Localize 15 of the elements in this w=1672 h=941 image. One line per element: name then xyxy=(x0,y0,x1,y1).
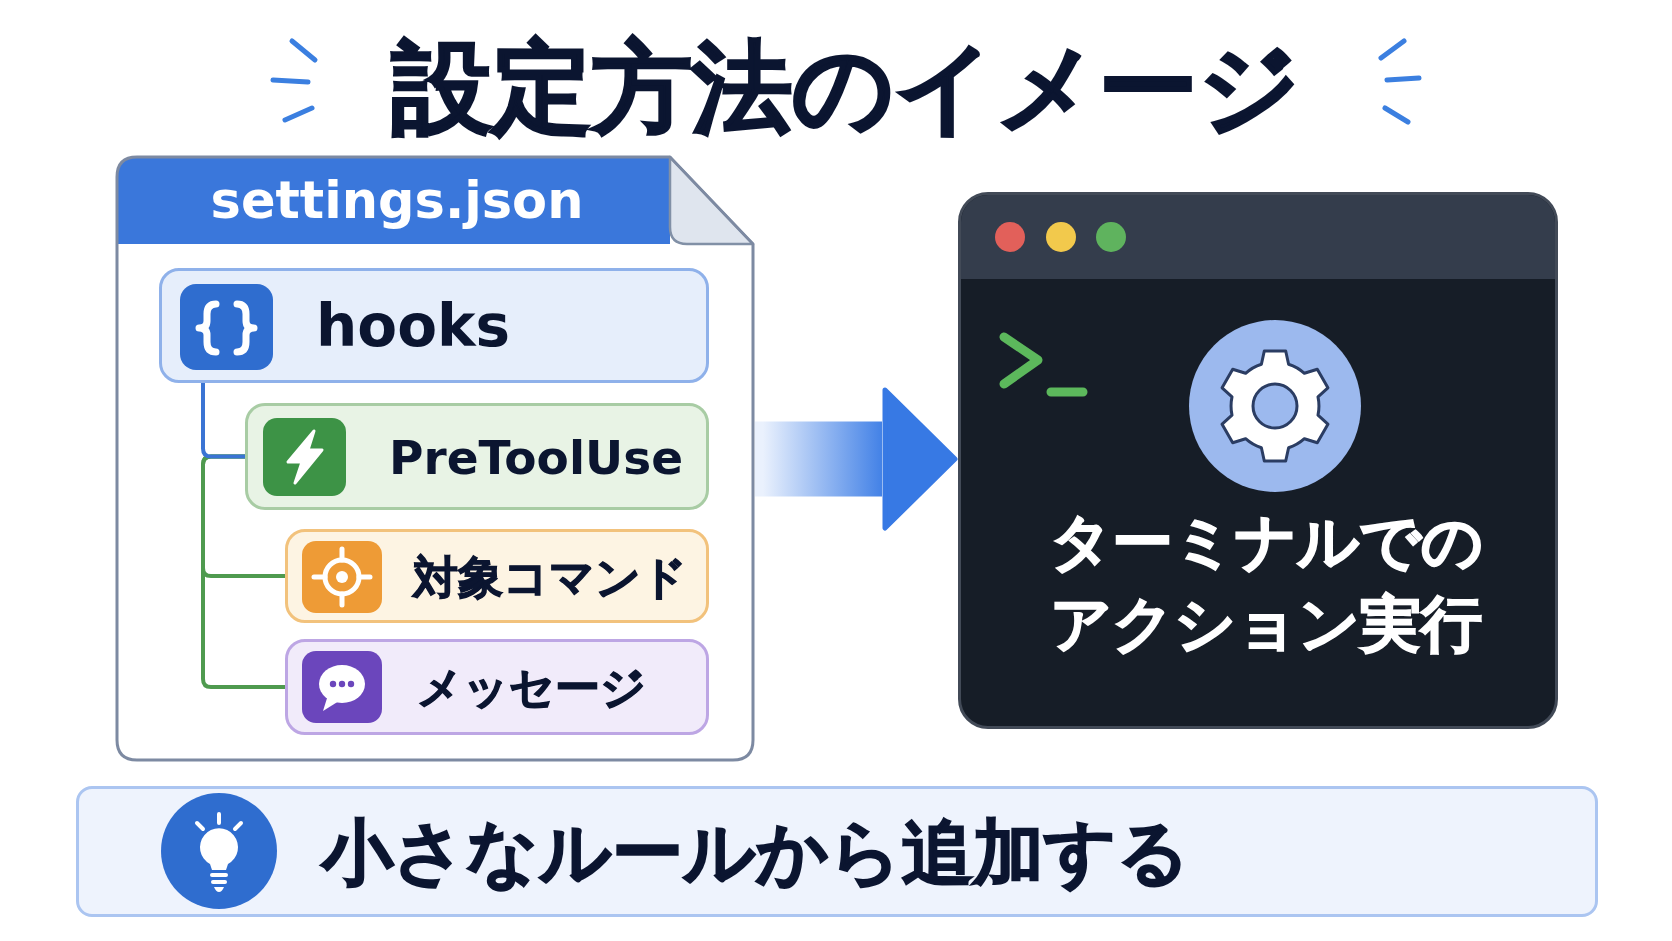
setting-label: 対象コマンド xyxy=(413,554,687,600)
setting-box xyxy=(245,403,709,510)
setting-label: メッセージ xyxy=(417,664,646,710)
block-arrow xyxy=(755,387,958,531)
tip-banner xyxy=(76,786,1598,917)
tree-line xyxy=(201,454,285,689)
tree-line xyxy=(201,383,245,459)
setting-box xyxy=(285,529,709,623)
terminal-text: ターミナルでのアクション実行 xyxy=(1050,505,1484,661)
setting-label: hooks xyxy=(316,297,511,355)
setting-label: PreToolUse xyxy=(389,433,684,481)
terminal-window xyxy=(958,192,1558,729)
setting-box xyxy=(159,268,709,383)
file-document xyxy=(115,155,755,762)
setting-box xyxy=(285,639,709,735)
